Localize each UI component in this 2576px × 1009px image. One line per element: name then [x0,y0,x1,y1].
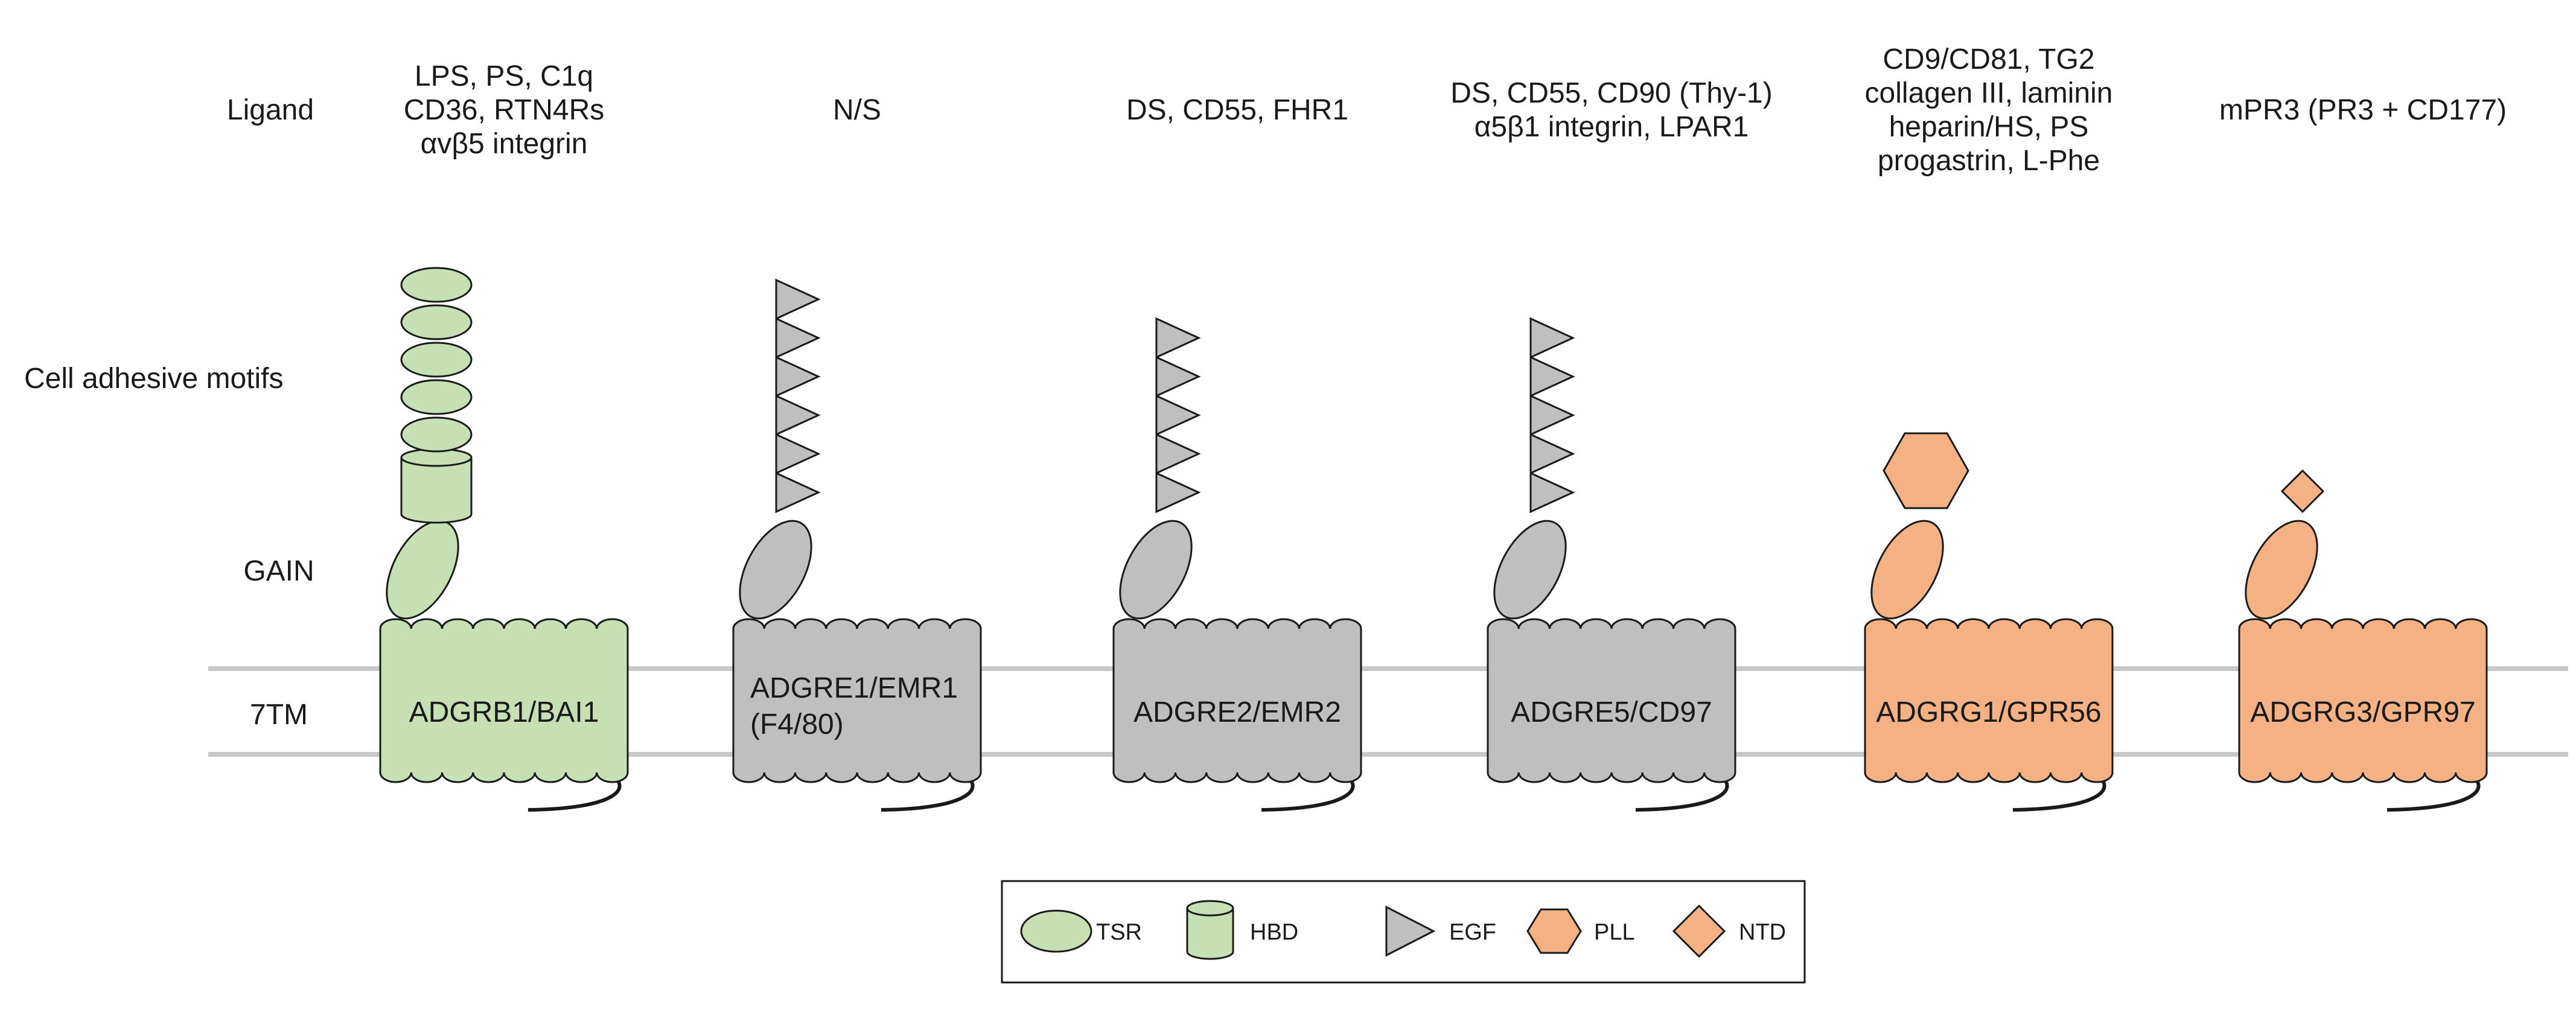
ligand-text: DS, CD55, CD90 (Thy-1) [1450,77,1772,109]
legend-items: TSR HBD EGF PLL NTD [1020,900,1786,960]
egf-motif [775,394,821,436]
row-label-7tm: 7TM [250,699,308,731]
ligand-text: αvβ5 integrin [421,128,588,160]
egf-motif [1155,471,1201,514]
hbd-motif [400,457,473,524]
row-label-gain: GAIN [243,555,314,587]
egf-motif [775,433,821,475]
egf-motif [1529,317,1575,359]
receptor-name: ADGRE1/EMR1 [750,672,958,704]
receptor-name: ADGRE5/CD97 [1511,696,1712,728]
7tm-domain [1112,618,1362,783]
legend-item-tsr: TSR [1020,909,1142,953]
7tm-domain [732,618,982,783]
egf-motif [1155,394,1201,436]
legend-item-hbd: HBD [1186,900,1298,960]
ligand-text: CD9/CD81, TG2 [1883,43,2094,75]
legend-pll-icon [1526,908,1582,954]
egf-motif [775,278,821,320]
egf-motif [1155,317,1201,359]
tsr-motif [400,267,473,303]
egf-motif [1529,471,1575,514]
row-label-cell-adhesive-motifs: Cell adhesive motifs [24,363,284,395]
tsr-motif [400,304,473,340]
egf-motif [1155,433,1201,475]
row-label-ligand: Ligand [227,94,314,126]
gain-domain [386,520,459,620]
receptor-adgre5-cd97: DS, CD55, CD90 (Thy-1)α5β1 integrin, LPA… [1450,77,1773,812]
gain-domain [739,520,812,620]
receptor-adgre1-emr1: N/S ADGRE1/EMR1 (F4/80) [732,94,982,812]
ligand-text: heparin/HS, PS [1889,111,2089,143]
tsr-motif [400,416,473,453]
egf-motif [775,317,821,359]
ntd-motif [2280,469,2325,514]
legend-label: PLL [1594,920,1635,945]
7tm-domain [2238,618,2488,783]
gain-domain [1493,520,1567,620]
receptor-adgrg3-gpr97: mPR3 (PR3 + CD177) ADGRG3/GPR97 [2219,94,2507,812]
legend-item-egf: EGF [1385,905,1496,957]
ligand-text: α5β1 integrin, LPAR1 [1475,111,1749,143]
legend-hbd-icon [1186,908,1234,960]
legend-item-ntd: NTD [1672,904,1786,958]
legend-label: EGF [1449,920,1496,945]
legend-ntd-icon [1672,904,1726,958]
ligand-text: LPS, PS, C1q [415,60,593,92]
egf-motif [775,355,821,398]
receptor-name: ADGRE2/EMR2 [1133,696,1341,728]
7tm-domain [1487,618,1736,783]
legend-hbd-icon-top [1186,900,1234,917]
egf-motif [775,471,821,514]
7tm-domain [1864,618,2114,783]
tsr-motif [400,342,473,378]
egf-motif [1529,394,1575,436]
ligand-text: DS, CD55, FHR1 [1126,94,1348,126]
legend: TSR HBD EGF PLL NTD [1001,880,1806,984]
gain-domain [1119,520,1193,620]
ligand-text: collagen III, laminin [1865,77,2113,109]
ligand-text: N/S [833,94,881,126]
ligand-text: progastrin, L-Phe [1878,145,2100,177]
ligand-text: mPR3 (PR3 + CD177) [2219,94,2507,126]
egf-motif [1529,355,1575,398]
legend-egf-icon [1385,905,1436,957]
7tm-domain [379,618,629,783]
gain-domain [1870,520,1944,620]
receptor-name: ADGRB1/BAI1 [409,696,599,728]
egf-motif [1155,355,1201,398]
legend-tsr-icon [1020,909,1092,953]
pll-motif [1883,432,1969,509]
tsr-motif [400,379,473,415]
receptor-name: (F4/80) [750,708,844,740]
egf-motif [1529,433,1575,475]
receptor-name: ADGRG1/GPR56 [1876,696,2101,728]
legend-label: NTD [1739,920,1786,945]
ligand-text: CD36, RTN4Rs [404,94,605,126]
gain-domain [2245,520,2318,620]
receptor-name: ADGRG3/GPR97 [2250,696,2475,728]
legend-label: TSR [1096,920,1142,945]
legend-item-pll: PLL [1526,908,1635,954]
legend-label: HBD [1250,920,1298,945]
